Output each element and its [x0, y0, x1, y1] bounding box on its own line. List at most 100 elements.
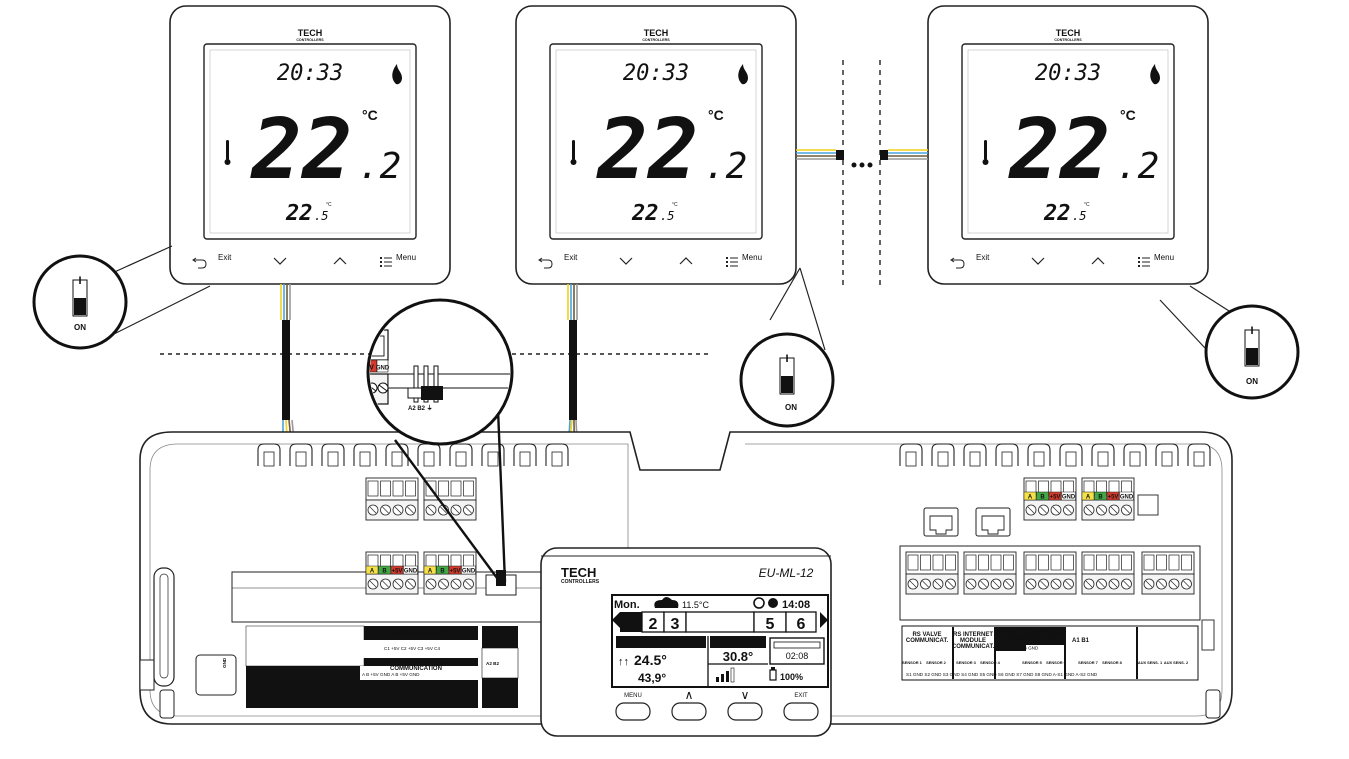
label-panel-right	[901, 625, 1199, 681]
rs-internet-module-label: MODULE	[960, 638, 986, 644]
thermostat-3-unit: °C	[1120, 107, 1136, 123]
thermostat-3-set-unit: °C	[1084, 202, 1090, 208]
controller-exit-button[interactable]	[783, 702, 819, 721]
thermostat-1-temp-decimal: .2	[358, 146, 401, 187]
terminal-block-sensor-5	[1141, 551, 1195, 595]
panel-pin-gnd-2: GND	[1120, 495, 1134, 501]
zoom-gnd-label: GND	[376, 366, 390, 372]
thermostat-2-set-unit: °C	[672, 202, 678, 208]
pin-a-label-2: A	[428, 569, 433, 575]
controller-down-label: ∨	[741, 688, 750, 702]
thermostat-3-brand: TECH	[1056, 28, 1081, 38]
screen-zone-6: 6	[797, 616, 806, 633]
thermostat-1-menu-label[interactable]: Menu	[396, 253, 416, 262]
screen-temperature-title: TEMPERATURE	[625, 638, 697, 649]
thermostat-2-menu-label[interactable]: Menu	[742, 253, 762, 262]
panel-pin-b-2: B	[1098, 495, 1103, 501]
thermostat-2-set-decimal: .5	[660, 209, 674, 223]
thermostat-2-set-main: 22	[631, 201, 659, 226]
panel-comm-label: COMMUNICATION	[1004, 636, 1056, 642]
controller-up-button[interactable]	[671, 702, 707, 721]
sensor-label-5: SENSOR 5	[1022, 660, 1043, 665]
thermostat-1-set-unit: °C	[326, 202, 332, 208]
screen-set-temp: 30.8°	[723, 649, 754, 664]
rs-internet-comm-label: COMMUNICAT.	[952, 644, 995, 650]
sensor-label-3: SENSOR 3	[956, 660, 977, 665]
controller-brand-sub: CONTROLLERS	[561, 579, 600, 585]
two-state-inputs-label: TWO-STATE INPUTS	[387, 632, 445, 638]
dip-on-label-2: ON	[785, 403, 797, 412]
rj45-socket-1	[923, 507, 959, 537]
panel-controller-label: PANEL / CONTROLLER	[997, 630, 1064, 636]
screen-timer: 02:08	[786, 651, 809, 661]
screen-day: Mon.	[614, 599, 640, 611]
bus-dot-1	[851, 162, 857, 168]
zoom-pin-labels: A2 B2 ⏚	[408, 405, 433, 412]
controller-model: EU-ML-12	[759, 566, 814, 580]
sensor-label-10: AUX SENS. 2	[1164, 660, 1189, 665]
rs-internet-label: RS INTERNET	[953, 632, 993, 638]
thermostat-1-brand: TECH	[298, 28, 323, 38]
thermostat-2-unit: °C	[708, 107, 724, 123]
terminal-block-sensor-1	[905, 551, 959, 595]
screen-outdoor-temp: 11.5°C	[682, 600, 709, 610]
thermostat-3-exit-label[interactable]: Exit	[976, 253, 990, 262]
controller-menu-button[interactable]	[615, 702, 651, 721]
a1b1-label: A1 B1	[1072, 638, 1090, 644]
zoom-v-label: V	[369, 365, 374, 372]
thermostat-1-exit-label[interactable]: Exit	[218, 253, 232, 262]
pin-v-label-1: +5V	[392, 569, 403, 575]
pin-b-label-1: B	[382, 569, 387, 575]
thermostat-3-set-decimal: .5	[1072, 209, 1086, 223]
sensor-label-7: SENSOR 7	[1078, 660, 1098, 665]
dip-on-label-3: ON	[1246, 377, 1258, 386]
dip-top-mark-2: I	[785, 353, 788, 365]
controller-buttons	[615, 702, 819, 721]
controller-up-label: ∧	[685, 688, 694, 702]
panel-pin-v-2: +5V	[1108, 495, 1119, 501]
panel-pin-gnd-1: GND	[1062, 495, 1076, 501]
dip-top-mark-3: I	[1250, 325, 1253, 337]
room-regulator-pins: A B +5V GND A B +5V GND	[362, 672, 420, 677]
dip-switch-zoom-2	[739, 267, 835, 428]
thermostat-1-brand-sub: CONTROLLERS	[296, 38, 324, 42]
terminal-block-sensor-2	[963, 551, 1017, 595]
a2b2-label: A2 B2	[486, 661, 499, 666]
terminal-block-top-1	[365, 477, 419, 521]
panel-pin-a-2: A	[1086, 495, 1091, 501]
thermostat-2-brand-sub: CONTROLLERS	[642, 38, 670, 42]
pin-a-label-1: A	[370, 569, 375, 575]
room-regulators-comm-label: COMMUNICATION	[390, 666, 442, 672]
sensor-pins-label: S1 GND S2 GND S3 GND S4 GND S5 GND S6 GN…	[906, 672, 1098, 677]
thermostat-3-temp-main: 22	[1007, 100, 1110, 198]
terminal-block-sensor-3	[1023, 551, 1077, 595]
pin-v-label-2: +5V	[450, 569, 461, 575]
dip-top-mark-1: I	[78, 275, 81, 287]
thermostat-1-unit: °C	[362, 107, 378, 123]
screen-current-temp: 24.5°	[634, 652, 667, 668]
thermostat-1-set-main: 22	[285, 201, 313, 226]
panel-pin-b-1: B	[1040, 495, 1045, 501]
thermostat-1-set-decimal: .5	[314, 209, 328, 223]
room-regulators-label: ROOM REGULATORS	[385, 659, 447, 665]
label-panel-left	[245, 625, 519, 708]
controller-screen	[612, 597, 828, 686]
thermostat-1-time: 20:33	[277, 61, 343, 86]
screen-clock: 14:08	[782, 599, 810, 611]
thermostat-3-menu-label[interactable]: Menu	[1154, 253, 1174, 262]
controller-down-button[interactable]	[727, 702, 763, 721]
thermostat-2-exit-label[interactable]: Exit	[564, 253, 578, 262]
thermostat-3-temp-decimal: .2	[1116, 146, 1159, 187]
thermostat-3-set-main: 22	[1043, 201, 1071, 226]
right-terminals	[899, 477, 1201, 621]
bus-connector-1	[836, 150, 844, 160]
panel-pin-v-1: +5V	[1050, 495, 1061, 501]
sensor-label-1: SENSOR 1	[902, 660, 923, 665]
screen-zone-1: 1	[627, 616, 636, 633]
bus-connector-2	[880, 150, 888, 160]
thermostat-2-brand: TECH	[644, 28, 669, 38]
connector-zoom	[366, 298, 514, 583]
screen-zone-3: 3	[671, 616, 680, 633]
rs-valve-comm-label: COMMUNICAT.	[906, 638, 949, 644]
